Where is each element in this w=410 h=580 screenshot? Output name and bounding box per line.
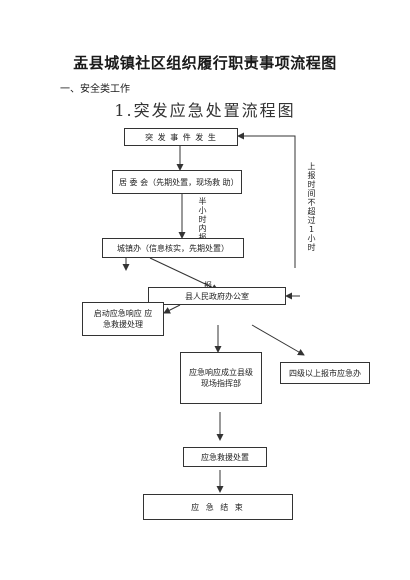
node-rescue: 应急救援处置 [183, 447, 267, 467]
node-command: 应急响应成立县级 现场指挥部 [180, 352, 262, 404]
arrow-gov-start [163, 304, 181, 314]
document-title: 盂县城镇社区组织履行职责事项流程图 [73, 54, 337, 72]
note-time-limit: 上报时间不超过1小时 [307, 162, 316, 252]
node-end: 应 急 结 束 [143, 494, 293, 520]
flowchart-title: 1.突发应急处置流程图 [114, 101, 296, 120]
node-start-response: 启动应急响应 应急救援处理 [82, 302, 164, 336]
node-town-office: 城镇办（信息核实，先期处置） [102, 238, 244, 258]
node-gov-office: 县人民政府办公室 [148, 287, 286, 305]
arrow-town-gov [149, 257, 219, 291]
node-escalate: 四级以上报市应急办 [280, 362, 370, 384]
node-incident: 突 发 事 件 发 生 [124, 128, 238, 146]
note-report: 报 [204, 281, 212, 290]
section-heading: 一、安全类工作 [60, 84, 130, 95]
report-line-right [245, 135, 296, 268]
node-committee: 居 委 会（先期处置，现场救 助） [112, 170, 242, 194]
arrow-gov-escalate [251, 324, 305, 356]
